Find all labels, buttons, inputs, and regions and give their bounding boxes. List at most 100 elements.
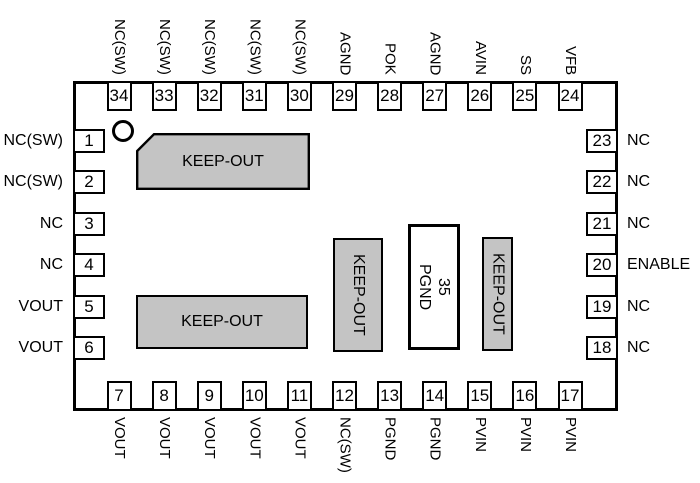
pin-27-box: 27 [422, 81, 448, 111]
pin-33-number: 33 [154, 86, 174, 105]
pin-11-box: 11 [286, 381, 312, 411]
pin-31-number: 31 [244, 86, 264, 105]
pin-20-box: 20 [586, 253, 618, 278]
pin-2-label: NC(SW) [3, 173, 63, 191]
pin-18-label: NC [627, 339, 651, 356]
pin-21-number: 21 [592, 213, 612, 233]
pin-20-label: ENABLE [627, 256, 691, 274]
pin-23-box: 23 [586, 129, 618, 153]
pin-25-label: SS [516, 54, 534, 75]
pin-26-box: 26 [467, 81, 493, 111]
pin-31-box: 31 [241, 81, 267, 111]
keep-out-region-center-left: KEEP-OUT [333, 238, 383, 352]
pin-2-number: 2 [84, 172, 94, 192]
pin-11-number: 11 [290, 386, 309, 405]
pin-9-number: 9 [204, 386, 214, 405]
pin-3-label: NC [39, 214, 63, 232]
pin-6-label: VOUT [18, 339, 63, 356]
pin-24-number: 24 [560, 86, 580, 105]
pin-13-label: PGND [381, 417, 399, 461]
pin-23-label: NC [627, 132, 651, 149]
pin-20-number: 20 [592, 255, 612, 275]
pin-34-label: NC(SW) [111, 19, 128, 75]
pin-11-label: VOUT [291, 417, 309, 459]
pin-31-label: NC(SW) [246, 19, 264, 75]
pin-32-label: NC(SW) [201, 19, 219, 75]
pin-6-number: 6 [84, 338, 94, 357]
pin-19-number: 19 [592, 296, 612, 316]
pin-27-label: AGND [426, 31, 444, 75]
pin-17-box: 17 [557, 381, 583, 411]
pin-21-label: NC [627, 214, 651, 232]
keep-out-label-top: KEEP-OUT [182, 152, 264, 170]
keep-out-region-top-shape [136, 133, 310, 190]
pin-10-box: 10 [241, 381, 267, 411]
pin-22-box: 22 [586, 170, 618, 195]
pin-14-number: 14 [425, 386, 445, 405]
pin-29-label: AGND [336, 31, 354, 75]
pin-29-number: 29 [335, 86, 354, 105]
pin-8-box: 8 [151, 381, 177, 411]
pin-29-box: 29 [332, 81, 357, 111]
keep-out-label-center-right: KEEP-OUT [489, 253, 507, 335]
pin-5-box: 5 [73, 294, 105, 319]
pin-15-number: 15 [470, 386, 490, 405]
pin-13-number: 13 [380, 386, 400, 405]
pin-21-box: 21 [586, 211, 618, 236]
thermal-pad-35: 35 PGND [408, 224, 460, 350]
pin-15-label: PVIN [471, 417, 489, 453]
pin-25-number: 25 [515, 86, 535, 105]
pin-32-box: 32 [196, 81, 222, 111]
pin-19-box: 19 [586, 294, 618, 319]
pin-2-box: 2 [73, 170, 105, 195]
pin-1-label: NC(SW) [3, 132, 63, 149]
pin-4-number: 4 [84, 255, 94, 275]
pin-10-number: 10 [244, 386, 264, 405]
pin-3-number: 3 [84, 213, 94, 233]
pin-30-box: 30 [286, 81, 312, 111]
pin-34-number: 34 [109, 86, 129, 105]
pin-33-label: NC(SW) [156, 19, 174, 75]
pin-23-number: 23 [592, 131, 612, 150]
pin-4-box: 4 [73, 253, 105, 278]
pin-8-label: VOUT [156, 417, 174, 459]
pin-14-label: PGND [426, 417, 444, 461]
pin-24-box: 24 [557, 81, 583, 111]
pin-26-label: AVIN [471, 41, 489, 75]
pin-19-label: NC [627, 297, 651, 315]
pin-33-box: 33 [151, 81, 177, 111]
pin-25-box: 25 [512, 81, 538, 111]
pin-9-label: VOUT [201, 417, 219, 459]
pin-1-number: 1 [84, 131, 94, 150]
pin-13-box: 13 [377, 381, 403, 411]
pin-28-box: 28 [377, 81, 403, 111]
pin-16-label: PVIN [516, 417, 534, 453]
pin-18-number: 18 [592, 338, 612, 357]
pin-12-label: NC(SW) [336, 417, 354, 473]
pin-22-number: 22 [592, 172, 612, 192]
pin-7-box: 7 [106, 381, 132, 411]
pin-7-label: VOUT [111, 417, 128, 459]
thermal-pad-number: 35 [435, 278, 452, 296]
keep-out-region-bottom-left: KEEP-OUT [136, 295, 308, 349]
pin-4-label: NC [39, 256, 63, 274]
pin-1-box: 1 [73, 129, 105, 153]
thermal-pad-text: 35 PGND [415, 264, 453, 310]
pin-26-number: 26 [470, 86, 490, 105]
pin-28-number: 28 [380, 86, 400, 105]
pin-5-label: VOUT [18, 297, 63, 315]
pin-16-number: 16 [515, 386, 535, 405]
thermal-pad-name: PGND [416, 263, 433, 311]
pin-10-label: VOUT [246, 417, 264, 459]
pin-15-box: 15 [467, 381, 493, 411]
pin-32-number: 32 [199, 86, 219, 105]
pin-30-label: NC(SW) [291, 19, 309, 75]
pin-27-number: 27 [425, 86, 445, 105]
pin-6-box: 6 [73, 336, 105, 360]
pin-5-number: 5 [84, 296, 94, 316]
keep-out-region-top [136, 133, 310, 190]
keep-out-region-center-right: KEEP-OUT [482, 237, 513, 351]
keep-out-label-center-left: KEEP-OUT [350, 254, 367, 336]
pin-22-label: NC [627, 173, 651, 191]
